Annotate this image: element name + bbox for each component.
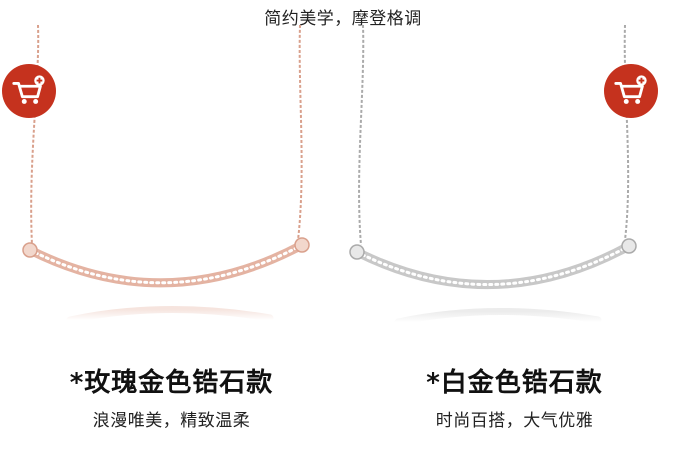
rose-gold-necklace-image	[22, 24, 310, 324]
product-title-white-gold: *白金色锆石款	[426, 368, 603, 398]
product-title-rose-gold: *玫瑰金色锆石款	[69, 368, 274, 398]
product-subtitle-rose-gold: 浪漫唯美，精致温柔	[92, 411, 251, 431]
add-to-cart-icon	[614, 75, 647, 104]
product-panel-white-gold: *白金色锆石款 时尚百搭，大气优雅	[343, 0, 686, 464]
white-gold-necklace-image	[349, 24, 637, 326]
product-subtitle-white-gold: 时尚百搭，大气优雅	[435, 411, 594, 431]
product-panel-rose-gold: *玫瑰金色锆石款 浪漫唯美，精致温柔	[2, 24, 310, 431]
header-tagline: 简约美学，摩登格调	[264, 9, 422, 29]
add-to-cart-button-rose-gold[interactable]	[2, 64, 56, 118]
add-to-cart-icon	[12, 75, 45, 104]
add-to-cart-button-white-gold[interactable]	[604, 64, 658, 118]
